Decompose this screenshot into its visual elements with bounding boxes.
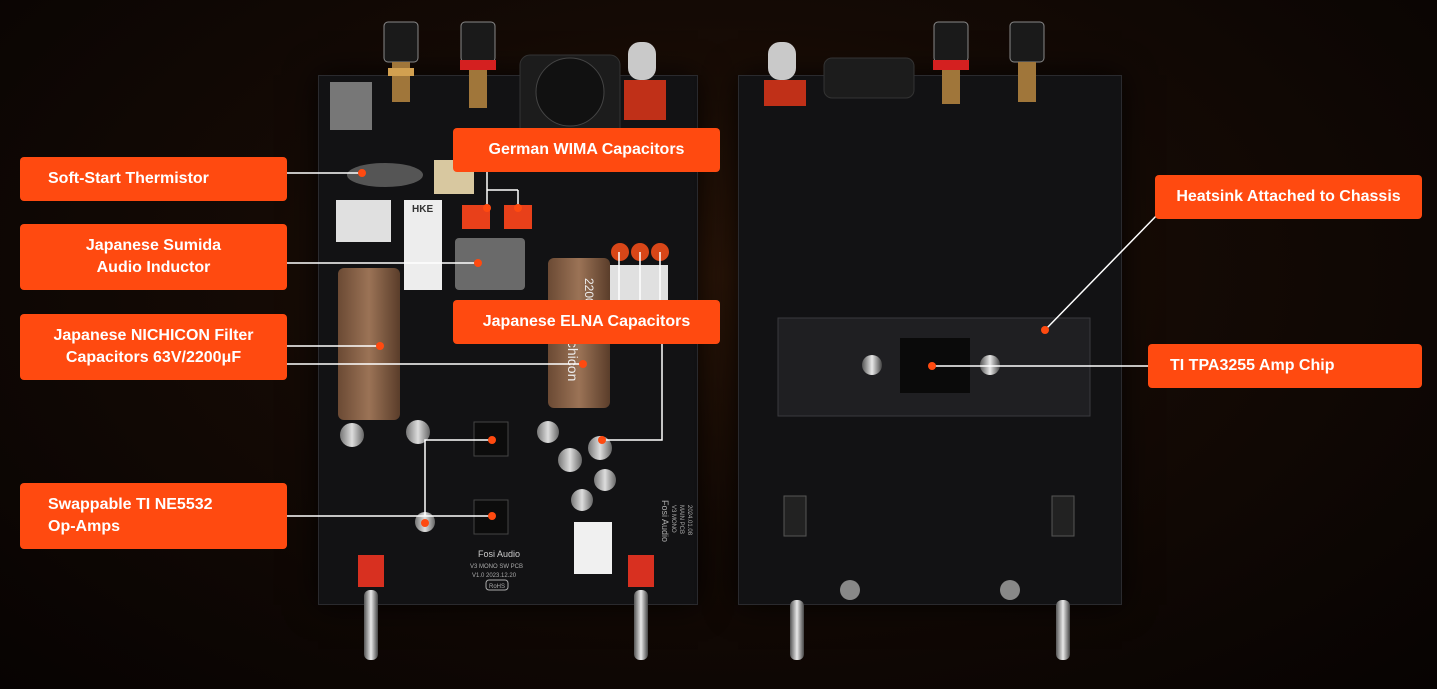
callout-text-line-1: Japanese Sumida bbox=[85, 237, 222, 254]
callout-ne5532-opamps: Swappable TI NE5532 Op-Amps bbox=[20, 483, 287, 549]
back-brand: Fosi Audio bbox=[660, 500, 670, 542]
elna-cap-1 bbox=[611, 243, 629, 261]
rca-connector bbox=[628, 42, 656, 80]
callout-tpa3255-chip: TI TPA3255 Amp Chip bbox=[1148, 344, 1422, 388]
sumida-inductor bbox=[455, 238, 525, 290]
callout-text: TI TPA3255 Amp Chip bbox=[1170, 357, 1335, 374]
toggle-switch-2 bbox=[628, 555, 654, 587]
binding-post-2 bbox=[460, 21, 496, 108]
relay-1 bbox=[336, 200, 391, 242]
board-version: V1.0 2023.12.20 bbox=[472, 573, 517, 579]
callout-heatsink: Heatsink Attached to Chassis bbox=[1155, 175, 1422, 219]
callout-text: Soft-Start Thermistor bbox=[48, 170, 209, 187]
ribbon-cable bbox=[574, 522, 612, 574]
board-brand: Fosi Audio bbox=[478, 549, 520, 559]
binding-post-back-2 bbox=[1009, 21, 1045, 102]
callout-text-line-1: Japanese NICHICON Filter bbox=[53, 327, 254, 344]
power-connector bbox=[330, 82, 372, 130]
nichicon-cap-1 bbox=[338, 268, 400, 420]
rohs-mark: RoHS bbox=[489, 584, 505, 590]
board-model: V3 MONO SW PCB bbox=[470, 564, 523, 570]
callout-nichicon-capacitors: Japanese NICHICON Filter Capacitors 63V/… bbox=[20, 314, 287, 380]
relay-text: HKE bbox=[412, 204, 433, 215]
callout-sumida-inductor: Japanese Sumida Audio Inductor bbox=[20, 224, 287, 290]
callout-text-line-2: Op-Amps bbox=[48, 518, 120, 535]
callout-text-line-2: Capacitors 63V/2200μF bbox=[65, 349, 242, 366]
relay-hke bbox=[404, 200, 442, 290]
callout-text: Japanese ELNA Capacitors bbox=[482, 313, 691, 330]
back-model: V3 MONO bbox=[670, 505, 676, 533]
toggle-switch-1 bbox=[358, 555, 384, 587]
callout-elna-capacitors: Japanese ELNA Capacitors bbox=[453, 300, 720, 344]
binding-post-back-1 bbox=[933, 21, 969, 104]
back-pcb: MAIN PCB bbox=[678, 505, 684, 534]
callout-text-line-1: Swappable TI NE5532 bbox=[48, 496, 213, 513]
thermistor bbox=[347, 163, 423, 187]
back-date: 2024.01.08 bbox=[686, 505, 692, 536]
callout-text: Heatsink Attached to Chassis bbox=[1176, 188, 1401, 205]
callout-text-line-2: Audio Inductor bbox=[96, 259, 211, 276]
callout-soft-start-thermistor: Soft-Start Thermistor bbox=[20, 157, 287, 201]
callout-text: German WIMA Capacitors bbox=[488, 141, 685, 158]
callout-wima-capacitors: German WIMA Capacitors bbox=[453, 128, 720, 172]
binding-post-1 bbox=[383, 21, 419, 102]
